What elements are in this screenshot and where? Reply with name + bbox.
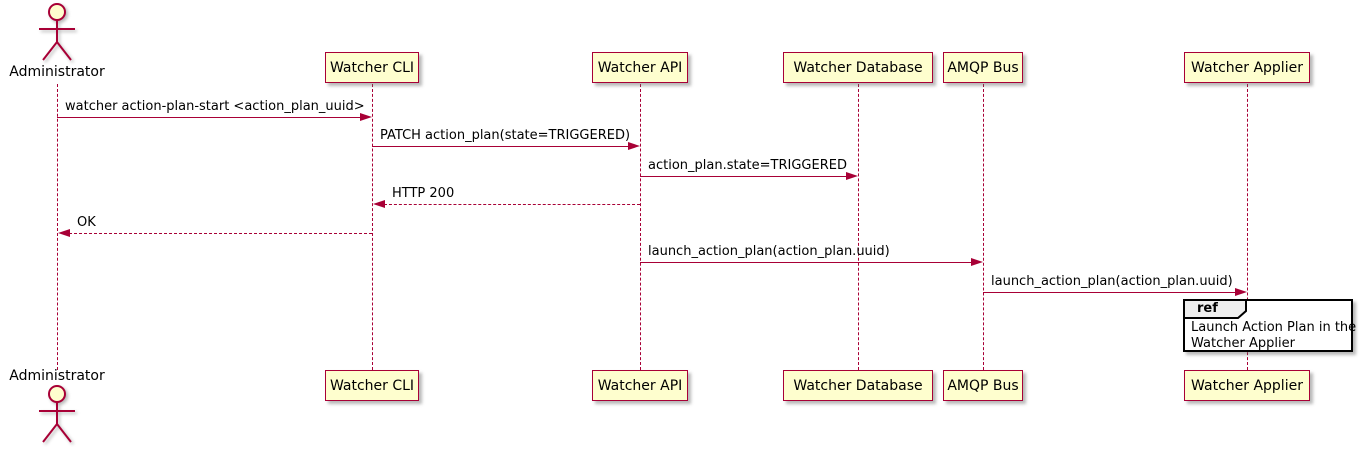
lifeline-watcher-cli: [372, 84, 373, 370]
ref-text-line-2: Watcher Applier: [1191, 336, 1295, 351]
participant-name: Watcher Applier: [1191, 377, 1303, 394]
participant-box-watcher-api-bottom: Watcher API: [592, 370, 688, 401]
message-label-1: watcher action-plan-start <action_plan_u…: [65, 99, 365, 114]
message-arrowhead-4: [373, 200, 385, 208]
message-arrowhead-3: [846, 172, 858, 180]
participant-box-watcher-cli-top: Watcher CLI: [325, 52, 419, 83]
message-line-6: [640, 262, 971, 263]
lifeline-administrator: [57, 84, 58, 370]
message-arrowhead-5: [58, 229, 70, 237]
participant-box-watcher-api-top: Watcher API: [592, 52, 688, 83]
message-line-7: [983, 292, 1235, 293]
participant-box-watcher-applier-bottom: Watcher Applier: [1184, 370, 1310, 401]
participant-box-watcher-cli-bottom: Watcher CLI: [325, 370, 419, 401]
actor-stick-figure-icon: [39, 3, 75, 61]
message-line-4: [384, 204, 640, 205]
participant-box-watcher-database-top: Watcher Database: [783, 52, 933, 83]
lifeline-watcher-api: [640, 84, 641, 370]
message-line-5: [69, 233, 372, 234]
participant-name: Watcher API: [597, 59, 683, 76]
message-line-1: [57, 117, 360, 118]
actor-name-administrator-bottom: Administrator: [9, 368, 105, 384]
lifeline-watcher-database: [858, 84, 859, 370]
lifeline-watcher-applier: [1247, 84, 1248, 370]
message-label-7: launch_action_plan(action_plan.uuid): [991, 274, 1233, 289]
participant-box-amqp-bus-top: AMQP Bus: [943, 52, 1023, 83]
participant-box-watcher-database-bottom: Watcher Database: [783, 370, 933, 401]
message-label-6: launch_action_plan(action_plan.uuid): [648, 244, 890, 259]
ref-keyword: ref: [1197, 301, 1218, 316]
participant-name: Watcher API: [597, 377, 683, 394]
participant-name: AMQP Bus: [947, 59, 1019, 76]
message-line-2: [372, 146, 628, 147]
participant-box-watcher-applier-top: Watcher Applier: [1184, 52, 1310, 83]
participant-name: AMQP Bus: [947, 377, 1019, 394]
participant-box-amqp-bus-bottom: AMQP Bus: [943, 370, 1023, 401]
message-arrowhead-2: [628, 142, 640, 150]
participant-name: Watcher Applier: [1191, 59, 1303, 76]
message-label-4: HTTP 200: [392, 186, 455, 201]
ref-header-pentagon-icon: [1183, 299, 1247, 319]
actor-stick-figure-icon: [39, 385, 75, 443]
message-label-3: action_plan.state=TRIGGERED: [648, 158, 847, 173]
participant-name: Watcher Database: [793, 377, 923, 394]
participant-name: Watcher CLI: [329, 377, 415, 394]
message-arrowhead-7: [1235, 288, 1247, 296]
message-label-5: OK: [77, 215, 96, 230]
lifeline-amqp-bus: [983, 84, 984, 370]
ref-text-line-1: Launch Action Plan in the: [1191, 320, 1357, 335]
message-label-2: PATCH action_plan(state=TRIGGERED): [380, 128, 631, 143]
participant-name: Watcher CLI: [329, 59, 415, 76]
message-line-3: [640, 176, 846, 177]
message-arrowhead-6: [971, 258, 983, 266]
actor-name-administrator-top: Administrator: [9, 64, 105, 80]
participant-name: Watcher Database: [793, 59, 923, 76]
message-arrowhead-1: [360, 113, 372, 121]
